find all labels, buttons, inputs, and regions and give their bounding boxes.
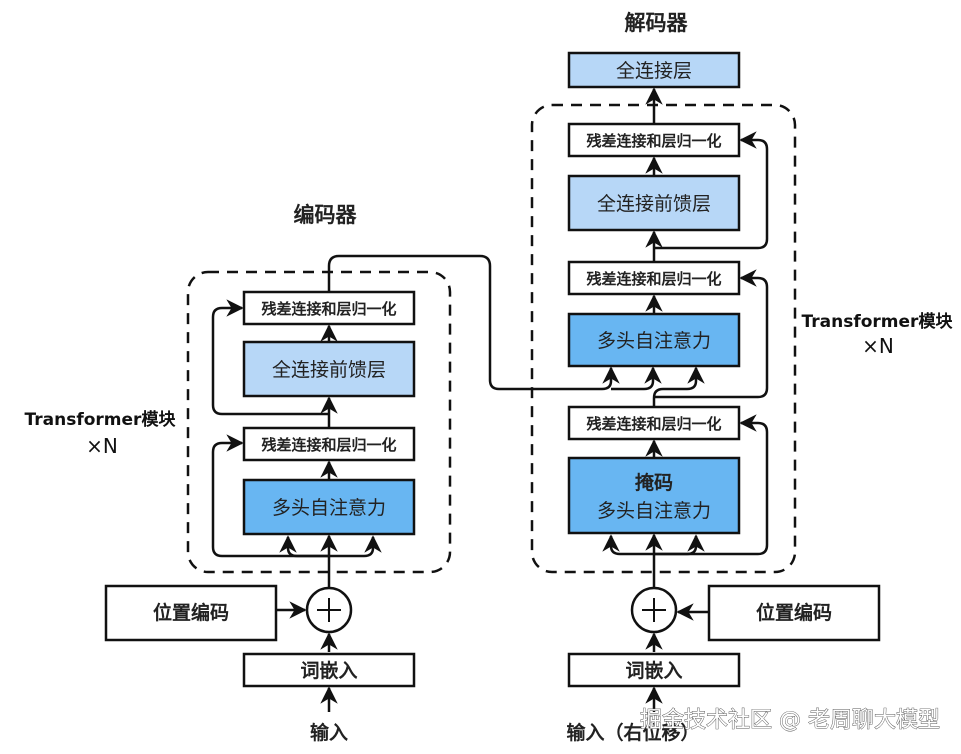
decoder-block-boundary xyxy=(530,103,797,574)
arrow-encoder-attn-k xyxy=(279,535,329,558)
decoder-residual-2 xyxy=(654,269,769,399)
encoder-title: 编码器 xyxy=(294,202,358,227)
encoder-output-to-decoder-v xyxy=(611,366,662,391)
decoder-addnorm-mid: 残差连接和层归一化 xyxy=(567,260,741,296)
encoder-positional-encoding-box: 位置编码 xyxy=(104,584,278,642)
decoder-title: 解码器 xyxy=(625,10,689,35)
arrow-decoder-query-to-cross-attention xyxy=(652,366,705,407)
decoder-input-label: 输入（右位移） xyxy=(566,721,699,744)
decoder-ffn-label: 全连接前馈层 xyxy=(597,193,711,215)
decoder-addnorm-mid-label: 残差连接和层归一化 xyxy=(586,270,721,288)
decoder-output-layer-box: 全连接层 xyxy=(567,51,741,89)
arrow-decoder-masked-k xyxy=(602,534,654,556)
decoder-residual-3 xyxy=(654,131,769,250)
decoder-cross-attention-label: 多头自注意力 xyxy=(597,330,711,352)
decoder-cross-attention-box: 多头自注意力 xyxy=(567,312,741,368)
encoder-connections xyxy=(211,254,662,590)
encoder-embedding-label: 词嵌入 xyxy=(300,659,357,682)
encoder-addnorm-bottom: 残差连接和层归一化 xyxy=(242,426,416,462)
decoder-ffn-box: 全连接前馈层 xyxy=(567,174,741,232)
encoder-block-boundary xyxy=(186,270,452,574)
decoder-block-label: Transformer模块 xyxy=(802,311,954,332)
decoder-positional-encoding-box: 位置编码 xyxy=(707,584,881,642)
encoder-input-label: 输入 xyxy=(310,721,348,744)
decoder-block-repeat: ×N xyxy=(862,334,894,358)
encoder-positional-encoding-label: 位置编码 xyxy=(153,601,229,624)
encoder-embedding-box: 词嵌入 xyxy=(242,652,416,688)
encoder-ffn-label: 全连接前馈层 xyxy=(272,359,386,381)
decoder-addnorm-top: 残差连接和层归一化 xyxy=(567,122,741,158)
encoder-residual-2 xyxy=(211,299,329,416)
decoder-addnorm-bottom-label: 残差连接和层归一化 xyxy=(586,415,721,433)
watermark: 掘金技术社区 @ 老周聊大模型 xyxy=(640,708,940,733)
decoder-positional-encoding-label: 位置编码 xyxy=(756,601,832,624)
decoder-embedding-label: 词嵌入 xyxy=(625,659,682,682)
decoder-masked-attention-line1: 掩码 xyxy=(635,471,673,494)
decoder-embedding-box: 词嵌入 xyxy=(567,652,741,688)
encoder-addnorm-bottom-label: 残差连接和层归一化 xyxy=(261,436,396,454)
decoder-output-layer-label: 全连接层 xyxy=(616,60,692,82)
decoder-masked-attention-box: 掩码 多头自注意力 xyxy=(567,456,741,535)
encoder-residual-1 xyxy=(211,434,329,558)
decoder-add-node xyxy=(630,586,678,634)
arrow-encoder-attn-v xyxy=(329,535,382,558)
decoder-addnorm-bottom: 残差连接和层归一化 xyxy=(567,405,741,441)
decoder-addnorm-top-label: 残差连接和层归一化 xyxy=(586,132,721,150)
arrow-decoder-masked-v xyxy=(654,534,705,556)
encoder-addnorm-top-label: 残差连接和层归一化 xyxy=(261,300,396,318)
decoder-residual-1 xyxy=(654,414,769,556)
encoder-addnorm-top: 残差连接和层归一化 xyxy=(242,290,416,326)
encoder-output-to-decoder xyxy=(327,254,620,391)
decoder-connections xyxy=(602,87,769,590)
encoder-ffn-box: 全连接前馈层 xyxy=(242,340,416,398)
encoder-block-repeat: ×N xyxy=(86,434,118,458)
encoder-add-node xyxy=(305,586,353,634)
decoder-masked-attention-line2: 多头自注意力 xyxy=(597,500,711,522)
encoder-attention-label: 多头自注意力 xyxy=(272,497,386,519)
encoder-block-label: Transformer模块 xyxy=(25,409,177,430)
encoder-attention-box: 多头自注意力 xyxy=(242,478,416,536)
